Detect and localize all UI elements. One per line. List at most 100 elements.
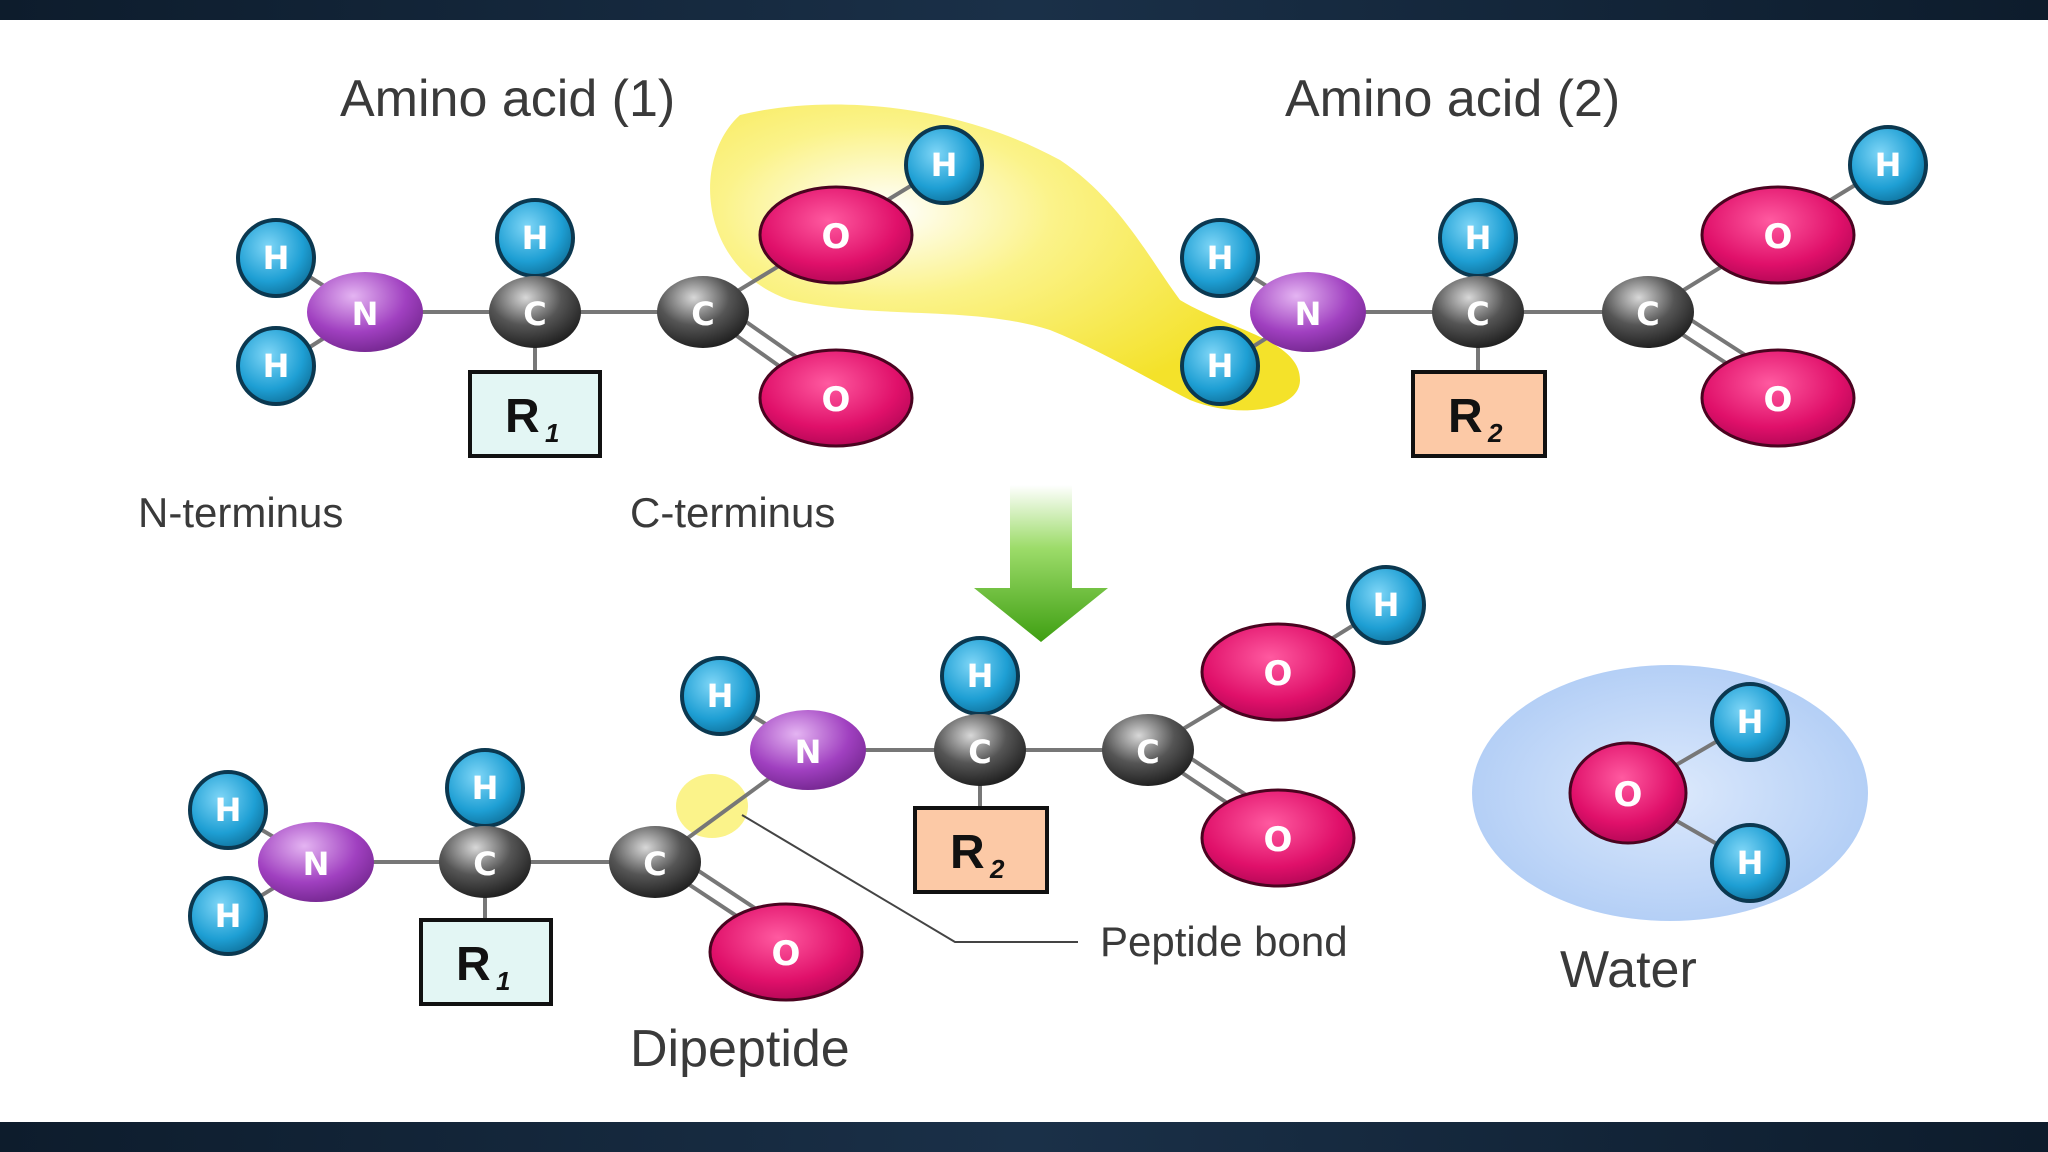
svg-text:H: H	[263, 347, 290, 385]
water-hydrogen-atom: H	[1710, 823, 1790, 903]
hydrogen-atom: H	[188, 876, 268, 956]
svg-text:C: C	[968, 733, 991, 771]
hydroxyl-oxygen-atom: O	[1700, 185, 1856, 285]
carbonyl-oxygen-atom: O	[708, 902, 864, 1002]
carboxyl-carbon-atom: C	[1102, 714, 1194, 786]
nitrogen-atom: N	[258, 822, 374, 902]
svg-text:C: C	[523, 295, 546, 333]
side-chain-r2-box: R 2	[1411, 370, 1547, 458]
amino-acid-2: H H N H C R 2	[1180, 125, 1928, 458]
amino-acid-1-label: Amino acid (1)	[340, 70, 675, 128]
svg-text:R: R	[505, 390, 540, 443]
bottom-border-bar	[0, 1122, 2048, 1152]
svg-text:H: H	[1207, 239, 1234, 277]
reaction-arrow	[974, 485, 1108, 642]
svg-text:O: O	[1614, 775, 1643, 815]
svg-text:H: H	[707, 677, 734, 715]
svg-text:O: O	[772, 934, 801, 974]
peptide-bond-label: Peptide bond	[1100, 918, 1348, 965]
svg-text:R: R	[950, 826, 985, 879]
svg-text:R: R	[456, 938, 491, 991]
carbonyl-oxygen-atom: O	[758, 348, 914, 448]
dipeptide-label: Dipeptide	[630, 1020, 850, 1078]
hydrogen-atom: H	[236, 326, 316, 406]
nitrogen-atom: N	[750, 710, 866, 790]
svg-text:H: H	[931, 146, 958, 184]
water-oxygen-atom: O	[1568, 741, 1688, 845]
carboxyl-carbon-atom: C	[657, 276, 749, 348]
n-terminus-label: N-terminus	[138, 489, 343, 536]
svg-text:C: C	[1136, 733, 1159, 771]
svg-text:C: C	[1466, 295, 1489, 333]
svg-text:H: H	[1737, 703, 1764, 741]
hydroxyl-oxygen-atom: O	[1200, 622, 1356, 722]
svg-text:C: C	[1636, 295, 1659, 333]
hydroxyl-oxygen-atom: O	[758, 185, 914, 285]
svg-text:N: N	[352, 295, 379, 333]
peptide-bond-highlight	[676, 774, 748, 838]
dipeptide: H H N H C R 1	[188, 565, 1426, 1006]
svg-text:H: H	[967, 657, 994, 695]
peptide-bond-leader-line	[741, 814, 1078, 943]
nitrogen-atom: N	[1250, 272, 1366, 352]
side-chain-r1-box: R 1	[419, 918, 553, 1006]
water-removal-highlight	[710, 104, 1300, 411]
hydrogen-atom: H	[495, 198, 575, 278]
alpha-carbon-atom: C	[489, 276, 581, 348]
svg-text:O: O	[822, 380, 851, 420]
svg-text:H: H	[1373, 586, 1400, 624]
svg-text:N: N	[1295, 295, 1322, 333]
alpha-carbon-atom: C	[1432, 276, 1524, 348]
carbonyl-carbon-atom: C	[609, 826, 701, 898]
hydrogen-atom: H	[236, 218, 316, 298]
svg-text:R: R	[1448, 390, 1483, 443]
water-label: Water	[1560, 941, 1697, 999]
hydroxyl-hydrogen-atom: H	[1346, 565, 1426, 645]
svg-text:1: 1	[496, 966, 510, 996]
carbonyl-oxygen-atom: O	[1200, 788, 1356, 888]
alpha-carbon-atom: C	[439, 826, 531, 898]
water-hydrogen-atom: H	[1710, 682, 1790, 762]
alpha-carbon-atom: C	[934, 714, 1026, 786]
hydrogen-atom: H	[188, 770, 268, 850]
svg-text:C: C	[691, 295, 714, 333]
hydroxyl-hydrogen-atom: H	[904, 125, 984, 205]
hydrogen-atom: H	[940, 636, 1020, 716]
svg-text:2: 2	[989, 854, 1005, 884]
svg-text:C: C	[643, 845, 666, 883]
carboxyl-carbon-atom: C	[1602, 276, 1694, 348]
svg-text:2: 2	[1487, 418, 1503, 448]
svg-text:O: O	[1264, 820, 1293, 860]
amino-acid-2-label: Amino acid (2)	[1285, 70, 1620, 128]
c-terminus-label: C-terminus	[630, 489, 835, 536]
svg-text:O: O	[1264, 654, 1293, 694]
svg-text:H: H	[1875, 146, 1902, 184]
svg-text:O: O	[1764, 217, 1793, 257]
side-chain-r2-box: R 2	[913, 806, 1049, 894]
hydrogen-atom: H	[445, 748, 525, 828]
hydrogen-atom: H	[680, 656, 760, 736]
svg-text:O: O	[822, 217, 851, 257]
hydrogen-atom: H	[1438, 198, 1518, 278]
water-molecule: O H H	[1472, 665, 1868, 921]
side-chain-r1-box: R 1	[468, 370, 602, 458]
top-border-bar	[0, 0, 2048, 20]
svg-text:H: H	[215, 791, 242, 829]
svg-text:N: N	[795, 733, 822, 771]
svg-text:H: H	[215, 897, 242, 935]
svg-text:C: C	[473, 845, 496, 883]
hydroxyl-hydrogen-atom: H	[1848, 125, 1928, 205]
svg-text:1: 1	[545, 418, 559, 448]
svg-text:N: N	[303, 845, 330, 883]
hydrogen-atom: H	[1180, 218, 1260, 298]
amine-hydrogen-atom: H	[1180, 326, 1260, 406]
amino-acid-1: H H N H C R 1	[236, 125, 984, 458]
svg-text:H: H	[472, 769, 499, 807]
svg-text:O: O	[1764, 380, 1793, 420]
svg-text:H: H	[263, 239, 290, 277]
svg-text:H: H	[1737, 844, 1764, 882]
svg-text:H: H	[1465, 219, 1492, 257]
svg-text:H: H	[1207, 347, 1234, 385]
